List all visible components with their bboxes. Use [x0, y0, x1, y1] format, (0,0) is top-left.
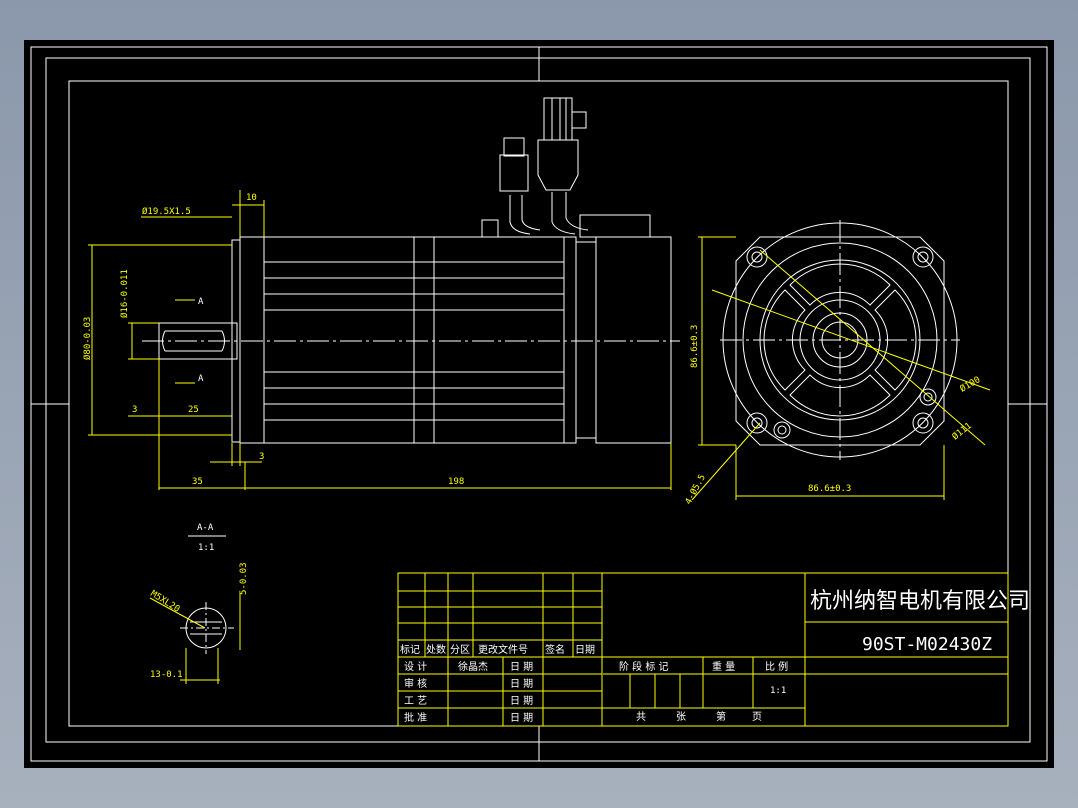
ratio-value: 1:1: [770, 686, 786, 696]
sheet-total-label: 共: [636, 711, 646, 723]
row-review-label: 审 核: [404, 677, 427, 690]
dim-198: 198: [448, 477, 464, 487]
weight-label: 重 量: [712, 660, 735, 673]
sheet-border-mid: [45, 57, 1031, 743]
stage-mark-label: 阶 段 标 记: [619, 660, 669, 673]
row-review-date: 日 期: [510, 678, 533, 690]
rev-header-count: 处数: [426, 643, 446, 656]
dim-d16: Ø16-0.011: [119, 269, 130, 318]
ratio-label: 比 例: [765, 660, 788, 673]
dim-3-left: 3: [132, 405, 137, 415]
dim-d19: Ø19.5X1.5: [142, 206, 191, 217]
rev-header-zone: 分区: [450, 644, 470, 656]
row-process-label: 工 艺: [404, 695, 427, 707]
rev-header-mark: 标记: [400, 644, 420, 656]
sheet-count-label: 张: [676, 711, 686, 723]
dim-86-6-vertical: 86.6±0.3: [690, 325, 700, 368]
section-label-top: A: [198, 297, 204, 307]
dim-10: 10: [246, 193, 257, 203]
row-design-name: 徐晶杰: [458, 660, 488, 673]
dim-35: 35: [192, 477, 203, 487]
row-design-date: 日 期: [510, 661, 533, 673]
dim-86-6-horizontal: 86.6±0.3: [808, 484, 851, 494]
title-block-grid: [397, 572, 1009, 727]
row-approve-date: 日 期: [510, 712, 533, 724]
rev-header-sign: 签名: [545, 643, 565, 656]
model-number: 90ST-M02430Z: [862, 634, 992, 655]
row-process-date: 日 期: [510, 695, 533, 707]
section-dimensions: [149, 594, 241, 684]
page-no-label: 第: [716, 710, 726, 723]
company-name: 杭州纳智电机有限公司: [810, 589, 1030, 614]
dim-3-bottom: 3: [259, 452, 264, 462]
rev-header-date: 日期: [575, 644, 595, 656]
rev-header-doc: 更改文件号: [478, 643, 528, 656]
section-view-scale: 1:1: [198, 543, 214, 553]
shaft-section-view: [180, 602, 234, 654]
side-view-dimensions: [691, 236, 991, 501]
section-view-label: A-A: [197, 523, 214, 533]
dim-d80: Ø80-0.03: [82, 317, 93, 360]
section-label-bottom: A: [198, 374, 204, 384]
page-label: 页: [752, 711, 762, 723]
row-approve-label: 批 准: [404, 711, 427, 724]
row-design-label: 设 计: [404, 660, 427, 673]
dim-25: 25: [188, 405, 199, 415]
dim-13: 13-0.1: [150, 670, 183, 680]
front-view-dimensions: [88, 190, 672, 490]
dim-key-5: 5-0.03: [239, 562, 249, 595]
